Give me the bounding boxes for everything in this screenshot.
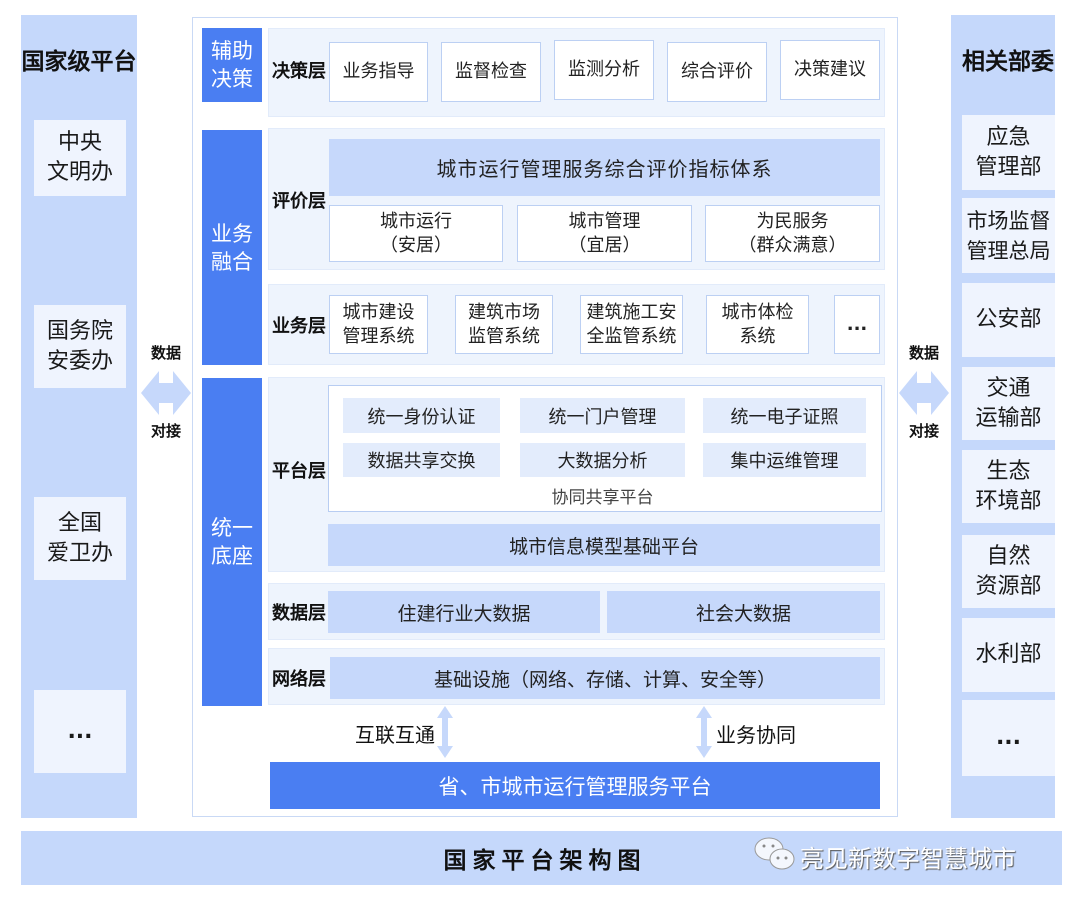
side-label-business-fusion: 业务 融合 bbox=[202, 130, 262, 365]
right-double-arrow-icon bbox=[899, 371, 949, 415]
left-item: 中央 文明办 bbox=[34, 120, 126, 196]
national-platform-title: 国家级平台 bbox=[21, 49, 137, 75]
right-item: 市场监督 管理总局 bbox=[962, 198, 1055, 273]
platform-item: 统一门户管理 bbox=[520, 398, 685, 433]
ministries-title: 相关部委 bbox=[962, 49, 1054, 75]
decision-item: 监督检查 bbox=[441, 42, 541, 102]
right-item: 自然 资源部 bbox=[962, 535, 1055, 608]
right-item: 公安部 bbox=[962, 283, 1055, 357]
decision-item: 业务指导 bbox=[329, 42, 428, 102]
provincial-city-platform: 省、市城市运行管理服务平台 bbox=[270, 762, 880, 809]
left-item: 全国 爱卫办 bbox=[34, 497, 126, 580]
platform-item: 大数据分析 bbox=[520, 443, 685, 477]
evaluation-item: 为民服务 （群众满意） bbox=[705, 205, 880, 262]
wechat-icon bbox=[754, 837, 795, 870]
left-item: ... bbox=[34, 690, 126, 773]
business-system: 城市建设 管理系统 bbox=[329, 295, 428, 354]
data-item: 社会大数据 bbox=[607, 591, 880, 633]
right-item: 生态 环境部 bbox=[962, 450, 1055, 523]
evaluation-layer-label: 评价层 bbox=[272, 191, 326, 212]
business-system: 城市体检 系统 bbox=[706, 295, 809, 354]
infrastructure: 基础设施（网络、存储、计算、安全等） bbox=[330, 657, 880, 699]
left-arrow-label-bottom: 对接 bbox=[150, 421, 181, 440]
data-item: 住建行业大数据 bbox=[328, 591, 600, 633]
business-collaboration-arrow-icon bbox=[696, 706, 712, 758]
left-item: 国务院 安委办 bbox=[34, 305, 126, 388]
diagram-title: 国家平台架构图 bbox=[443, 848, 647, 874]
decision-layer-label: 决策层 bbox=[272, 61, 326, 82]
collaborative-platform-caption: 协同共享平台 bbox=[551, 487, 654, 508]
right-arrow-label-bottom: 对接 bbox=[908, 421, 939, 440]
business-system: 建筑市场 监管系统 bbox=[455, 295, 553, 354]
decision-item: 监测分析 bbox=[554, 40, 654, 100]
platform-item: 集中运维管理 bbox=[703, 443, 866, 477]
evaluation-index-system: 城市运行管理服务综合评价指标体系 bbox=[329, 139, 880, 196]
platform-layer-label: 平台层 bbox=[272, 461, 326, 482]
decision-item: 决策建议 bbox=[780, 40, 880, 100]
right-item: 水利部 bbox=[962, 618, 1055, 692]
interconnect-label: 互联互通 bbox=[355, 722, 435, 747]
right-arrow-label-top: 数据 bbox=[908, 343, 939, 362]
decision-item: 综合评价 bbox=[667, 42, 767, 102]
business-collaboration-label: 业务协同 bbox=[716, 722, 796, 747]
footer-bar bbox=[21, 831, 1062, 885]
business-system: 建筑施工安 全监管系统 bbox=[580, 295, 683, 354]
side-label-decision-support: 辅助 决策 bbox=[202, 28, 262, 102]
platform-item: 数据共享交换 bbox=[343, 443, 500, 477]
left-arrow-label-top: 数据 bbox=[150, 343, 181, 362]
cim-base-platform: 城市信息模型基础平台 bbox=[328, 524, 880, 566]
watermark-text: 亮见新数字智慧城市 bbox=[800, 844, 1016, 873]
platform-item: 统一身份认证 bbox=[343, 398, 500, 433]
left-double-arrow-icon bbox=[141, 371, 191, 415]
right-item: 交通 运输部 bbox=[962, 367, 1055, 440]
network-layer-label: 网络层 bbox=[272, 669, 326, 690]
right-item: ... bbox=[962, 700, 1055, 776]
evaluation-item: 城市运行 （安居） bbox=[329, 205, 503, 262]
business-system-more: ... bbox=[834, 295, 880, 354]
business-layer-label: 业务层 bbox=[272, 316, 326, 337]
evaluation-item: 城市管理 （宜居） bbox=[517, 205, 692, 262]
right-item: 应急 管理部 bbox=[962, 115, 1055, 190]
data-layer-label: 数据层 bbox=[272, 603, 326, 624]
side-label-unified-base: 统一 底座 bbox=[202, 378, 262, 706]
platform-item: 统一电子证照 bbox=[703, 398, 866, 433]
interconnect-arrow-icon bbox=[437, 706, 453, 758]
